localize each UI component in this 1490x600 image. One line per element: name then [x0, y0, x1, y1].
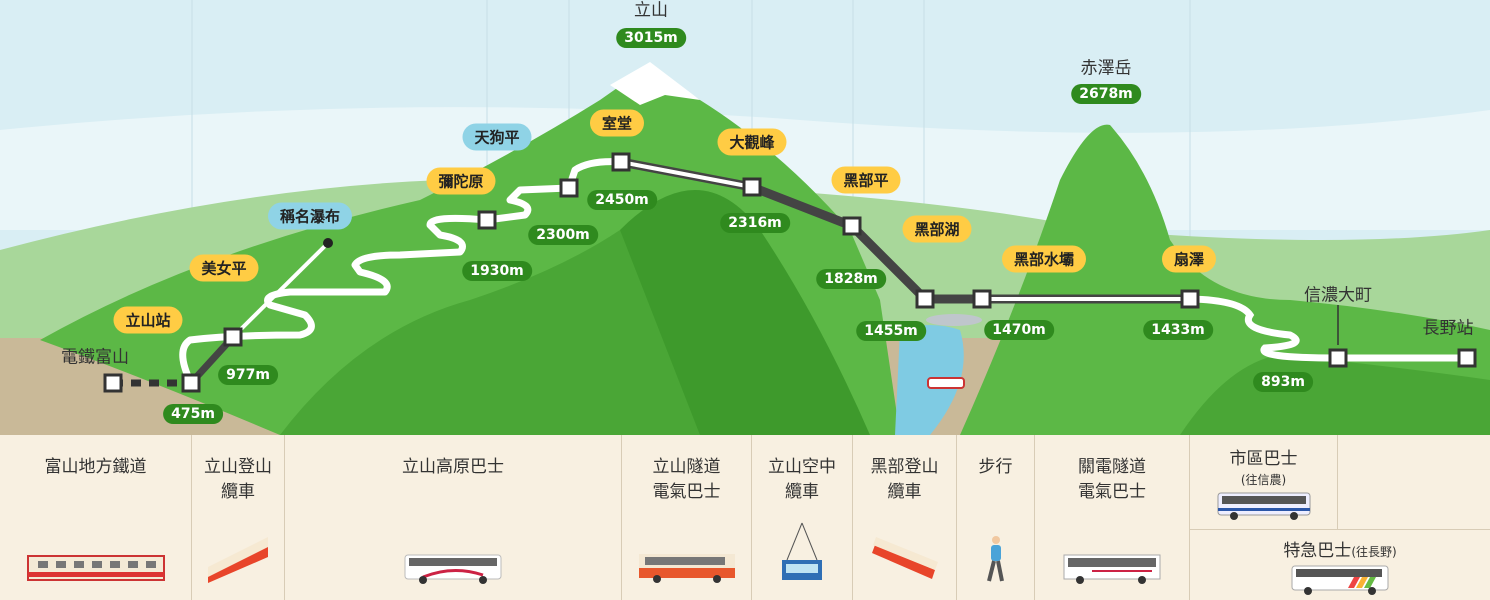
station-label: 天狗平 [462, 123, 532, 151]
trolley-bus-icon [638, 554, 735, 583]
transport-item: 市區巴士(往信農) [1190, 435, 1338, 530]
transport-item: 步行 [957, 435, 1035, 600]
station-label: 長野站 [1422, 318, 1474, 339]
station-label: 黑部湖 [902, 215, 972, 243]
station-label: 黑部水壩 [1001, 245, 1087, 273]
transport-item: 立山登山纜車 [192, 435, 285, 600]
empty-cell [1338, 435, 1490, 530]
walking-person-icon [986, 536, 1004, 582]
station-label: 扇澤 [1161, 245, 1217, 273]
station-label: 室堂 [589, 109, 645, 137]
express-bus-icon [1291, 565, 1389, 595]
station-label: 彌陀原 [426, 167, 496, 195]
peak-elevation: 2678m [1071, 84, 1141, 104]
elevation-badge: 893m [1253, 372, 1313, 392]
transport-item: 立山空中纜車 [752, 435, 853, 600]
bus-icon [1217, 492, 1310, 520]
transport-item: 立山高原巴士 [285, 435, 622, 600]
elevation-badge: 2300m [528, 225, 598, 245]
station-label: 立山站 [113, 306, 183, 334]
electric-bus-icon [1063, 554, 1161, 584]
station-label: 美女平 [189, 254, 259, 282]
transport-legend: 富山地方鐵道 立山登山纜車 立山高原巴士 立山隧道電氣巴士 立山空中纜車 黑部登… [0, 435, 1490, 600]
train-icon [26, 555, 165, 581]
ropeway-icon [782, 522, 822, 580]
station-label: 電鐵富山 [61, 347, 129, 368]
elevation-badge: 1470m [984, 320, 1054, 340]
transport-item: 特急巴士(往長野) [1190, 530, 1490, 600]
elevation-badge: 1433m [1143, 320, 1213, 340]
elevation-badge: 1930m [462, 261, 532, 281]
bus-icon [404, 554, 502, 584]
elevation-badge: 1828m [816, 269, 886, 289]
transport-item: 富山地方鐵道 [0, 435, 192, 600]
transport-item: 黑部登山纜車 [853, 435, 957, 600]
cable-car-icon [208, 537, 268, 583]
elevation-badge: 475m [163, 404, 223, 424]
peak-elevation: 3015m [616, 28, 686, 48]
station-label: 信濃大町 [1304, 285, 1372, 306]
peak-name: 立山 [634, 0, 668, 21]
peak-name: 赤澤岳 [1080, 58, 1132, 79]
station-label: 大觀峰 [717, 128, 787, 156]
elevation-badge: 2450m [587, 190, 657, 210]
cable-car-icon [871, 537, 938, 579]
transport-item: 立山隧道電氣巴士 [622, 435, 752, 600]
station-label: 稱名瀑布 [267, 202, 353, 230]
elevation-badge: 2316m [720, 213, 790, 233]
route-road [179, 158, 622, 385]
elevation-badge: 977m [218, 365, 278, 385]
transport-item: 關電隧道電氣巴士 [1035, 435, 1190, 600]
station-label: 黑部平 [831, 166, 901, 194]
elevation-badge: 1455m [856, 321, 926, 341]
